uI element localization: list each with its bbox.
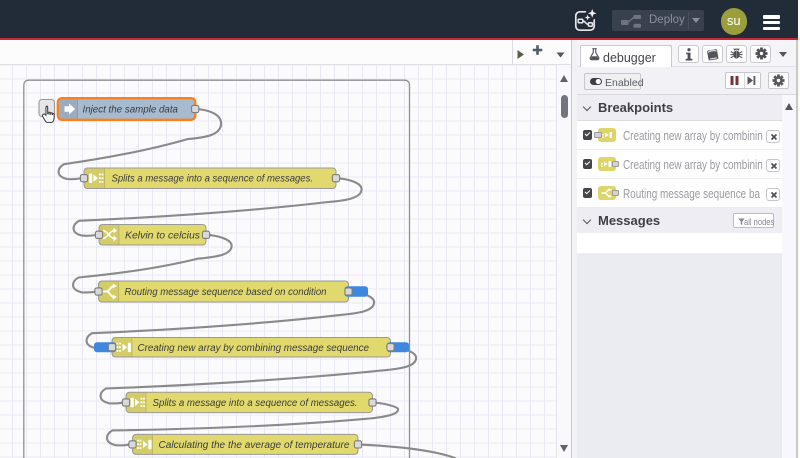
svg-text:Creating new array by combinin: Creating new array by combining message … — [138, 343, 370, 354]
svg-text:Inject the sample data: Inject the sample data — [83, 105, 179, 116]
svg-text:Splits a message into a sequen: Splits a message into a sequence of mess… — [112, 174, 314, 185]
svg-text:Routing message sequence based: Routing message sequence based on condit… — [125, 287, 327, 298]
svg-text:Calculating the the average of: Calculating the the average of temperatu… — [159, 440, 351, 451]
svg-text:Kelvin to celcius: Kelvin to celcius — [125, 230, 200, 241]
svg-text:Splits a message into a sequen: Splits a message into a sequence of mess… — [153, 398, 358, 409]
